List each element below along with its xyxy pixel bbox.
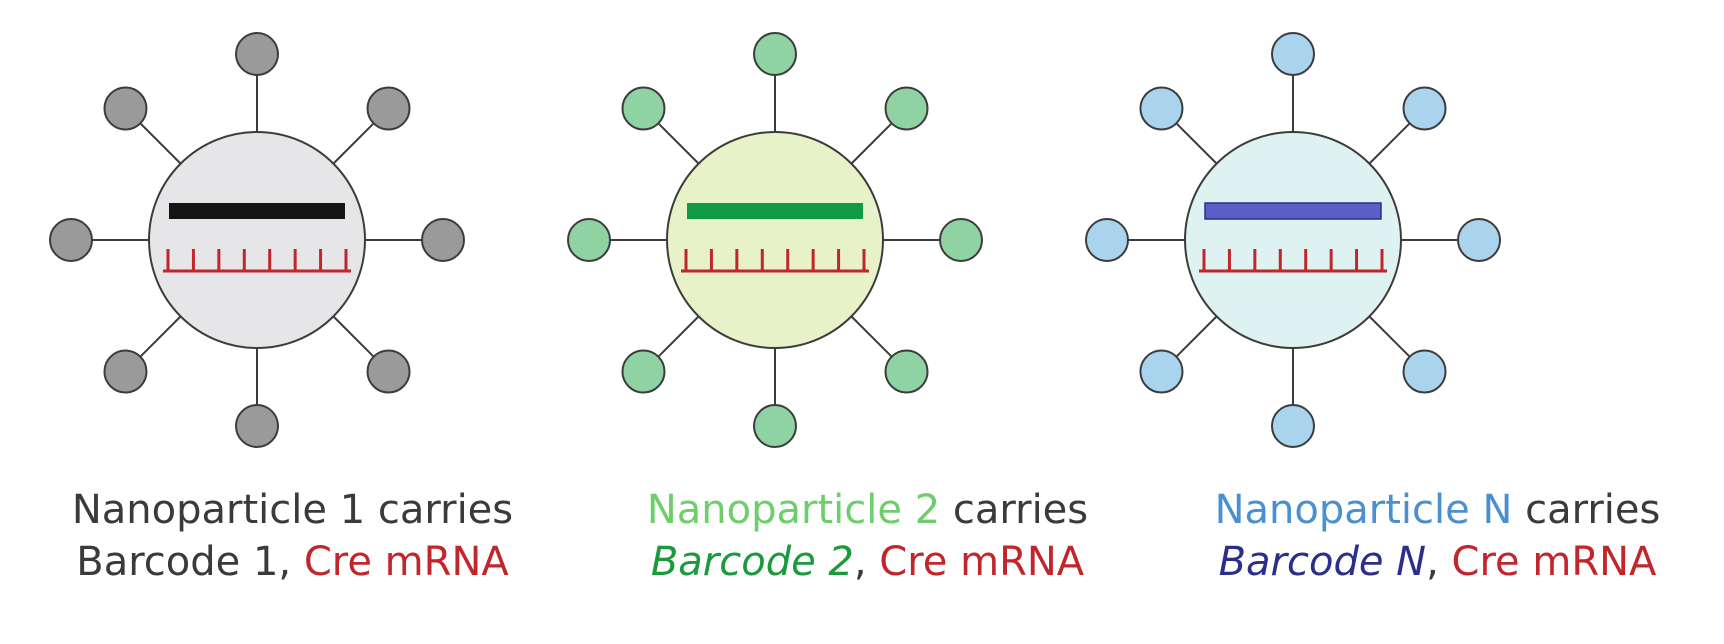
linker-line [657, 122, 700, 165]
caption-line-1: Nanoparticle 1 carries [15, 484, 570, 536]
particle-name: Nanoparticle N [1214, 487, 1513, 533]
ligand-circle [939, 218, 983, 262]
nanoparticle-1 [49, 32, 465, 448]
barcode-label: Barcode 1 [76, 539, 279, 585]
linker-line [139, 122, 182, 165]
barcode-label: Barcode 2 [650, 539, 854, 585]
nanoparticle-core [1184, 131, 1402, 349]
carries-text: carries [940, 487, 1089, 533]
linker-line [139, 315, 182, 358]
cre-mrna-label: Cre mRNA [1451, 539, 1657, 585]
ligand-circle [753, 404, 797, 448]
caption-line-1: Nanoparticle N carries [1160, 484, 1715, 536]
particle-name: Nanoparticle 1 [71, 487, 366, 533]
ligand-circle [366, 349, 411, 394]
nanoparticle-core [148, 131, 366, 349]
nanoparticle-core [666, 131, 884, 349]
barcode-bar [687, 203, 863, 219]
ligand-circle [235, 404, 279, 448]
linker-line [1175, 122, 1218, 165]
ligand-circle [1139, 86, 1184, 131]
nanoparticle-2 [567, 32, 983, 448]
caption-line-2: Barcode 1, Cre mRNA [15, 536, 570, 588]
linker-line [1368, 315, 1411, 358]
linker-line [850, 122, 893, 165]
caption-line-2: Barcode N, Cre mRNA [1160, 536, 1715, 588]
ligand-circle [49, 218, 93, 262]
linker-line [332, 315, 375, 358]
linker-line [657, 315, 700, 358]
ligand-circle [235, 32, 279, 76]
ligand-circle [884, 86, 929, 131]
particle-name: Nanoparticle 2 [646, 487, 941, 533]
caption-line-2: Barcode 2, Cre mRNA [590, 536, 1145, 588]
ligand-circle [753, 32, 797, 76]
ligand-circle [1271, 32, 1315, 76]
separator: , [1426, 539, 1452, 585]
linker-line [1175, 315, 1218, 358]
caption-nanoparticle-n: Nanoparticle N carries Barcode N, Cre mR… [1160, 484, 1715, 588]
carries-text: carries [365, 487, 514, 533]
linker-line [1368, 122, 1411, 165]
ligand-circle [567, 218, 611, 262]
caption-line-1: Nanoparticle 2 carries [590, 484, 1145, 536]
ligand-circle [621, 349, 666, 394]
linker-line [850, 315, 893, 358]
ligand-circle [366, 86, 411, 131]
carries-text: carries [1512, 487, 1661, 533]
ligand-circle [103, 86, 148, 131]
ligand-circle [1402, 86, 1447, 131]
cre-mrna-label: Cre mRNA [879, 539, 1085, 585]
ligand-circle [1085, 218, 1129, 262]
nanoparticle-n [1085, 32, 1501, 448]
caption-nanoparticle-1: Nanoparticle 1 carries Barcode 1, Cre mR… [15, 484, 570, 588]
ligand-circle [1271, 404, 1315, 448]
separator: , [278, 539, 304, 585]
ligand-circle [621, 86, 666, 131]
ligand-circle [1457, 218, 1501, 262]
cre-mrna-label: Cre mRNA [303, 539, 509, 585]
ligand-circle [1402, 349, 1447, 394]
ligand-circle [1139, 349, 1184, 394]
nanoparticle-diagram [49, 32, 1501, 448]
barcode-label: Barcode N [1218, 539, 1427, 585]
ligand-circle [103, 349, 148, 394]
ligand-circle [421, 218, 465, 262]
caption-nanoparticle-2: Nanoparticle 2 carries Barcode 2, Cre mR… [590, 484, 1145, 588]
barcode-bar [169, 203, 345, 219]
linker-line [332, 122, 375, 165]
ligand-circle [884, 349, 929, 394]
barcode-bar [1204, 202, 1382, 220]
separator: , [853, 539, 880, 585]
